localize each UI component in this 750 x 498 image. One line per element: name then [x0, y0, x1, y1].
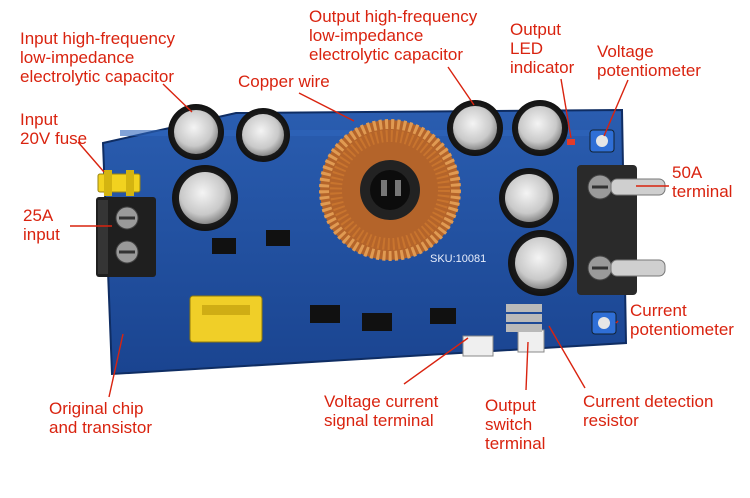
input-capacitors [168, 104, 290, 231]
label-input-fuse: Input 20V fuse [20, 110, 88, 148]
label-current-detection: Current detection resistor [583, 392, 714, 430]
signal-connectors [462, 329, 545, 357]
input-terminal-block [96, 197, 156, 277]
voltage-potentiometer-part [589, 129, 615, 153]
label-voltage-current-signal: Voltage current signal terminal [324, 392, 439, 430]
label-output-capacitor: Output high-frequency low-impedance elec… [309, 7, 478, 64]
label-input-25a: 25A input [23, 206, 60, 244]
current-detection-resistors [506, 304, 542, 332]
label-input-capacitor: Input high-frequency low-impedance elect… [20, 29, 175, 86]
label-output-switch: Output switch terminal [485, 396, 546, 453]
transformer [189, 295, 263, 343]
fuse [97, 170, 141, 196]
output-led [567, 139, 575, 145]
label-voltage-potentiometer: Voltage potentiometer [597, 42, 701, 80]
board-sku-text: SKU:10081 [430, 253, 486, 265]
label-50a-terminal: 50A terminal [672, 163, 733, 201]
output-terminal-50a [577, 165, 666, 295]
label-copper-wire: Copper wire [238, 72, 330, 91]
output-capacitors [447, 100, 574, 296]
ic-chips [212, 230, 456, 331]
label-current-potentiometer: Current potentiometer [630, 301, 734, 339]
label-original-chip: Original chip and transistor [49, 399, 152, 437]
copper-inductor [319, 119, 461, 261]
label-output-led: Output LED indicator [510, 20, 575, 77]
current-potentiometer-part [591, 311, 617, 335]
leader-lines [70, 66, 669, 398]
